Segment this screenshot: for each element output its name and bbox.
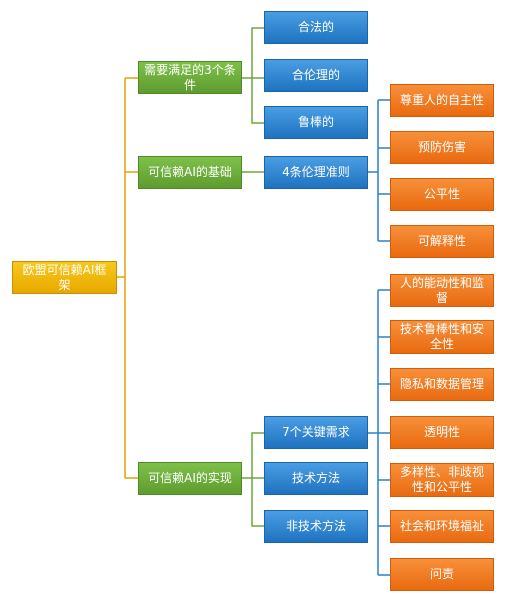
requirement-robustness-safety[interactable]: 技术鲁棒性和安全性 [390, 320, 494, 354]
branch-realization[interactable]: 可信赖AI的实现 [138, 462, 242, 495]
requirement-diversity[interactable]: 多样性、非歧视性和公平性 [390, 463, 494, 497]
requirement-human-agency[interactable]: 人的能动性和监督 [390, 274, 494, 307]
branch-conditions[interactable]: 需要满足的3个条件 [138, 61, 242, 94]
principle-fairness[interactable]: 公平性 [390, 178, 494, 211]
condition-robust[interactable]: 鲁棒的 [264, 106, 368, 139]
condition-ethical[interactable]: 合伦理的 [264, 59, 368, 92]
requirement-wellbeing[interactable]: 社会和环境福祉 [390, 510, 494, 543]
key-requirements[interactable]: 7个关键需求 [264, 416, 368, 449]
connector-branch-1 [242, 27, 264, 124]
connector-branch-3 [242, 432, 264, 527]
requirement-transparency[interactable]: 透明性 [390, 416, 494, 449]
requirement-privacy[interactable]: 隐私和数据管理 [390, 368, 494, 401]
principle-harm-prevention[interactable]: 预防伤害 [390, 131, 494, 164]
technical-methods[interactable]: 技术方法 [264, 462, 368, 495]
connector-req-spine [368, 290, 379, 575]
principle-explicability[interactable]: 可解释性 [390, 225, 494, 258]
branch-foundation[interactable]: 可信赖AI的基础 [138, 156, 242, 189]
connector-ethics-spine [368, 100, 379, 241]
non-technical-methods[interactable]: 非技术方法 [264, 510, 368, 543]
root-node[interactable]: 欧盟可信赖AI框架 [12, 261, 117, 294]
condition-lawful[interactable]: 合法的 [264, 11, 368, 44]
ethics-principles[interactable]: 4条伦理准则 [264, 156, 368, 189]
principle-autonomy[interactable]: 尊重人的自主性 [390, 84, 494, 117]
requirement-accountability[interactable]: 问责 [390, 558, 494, 591]
